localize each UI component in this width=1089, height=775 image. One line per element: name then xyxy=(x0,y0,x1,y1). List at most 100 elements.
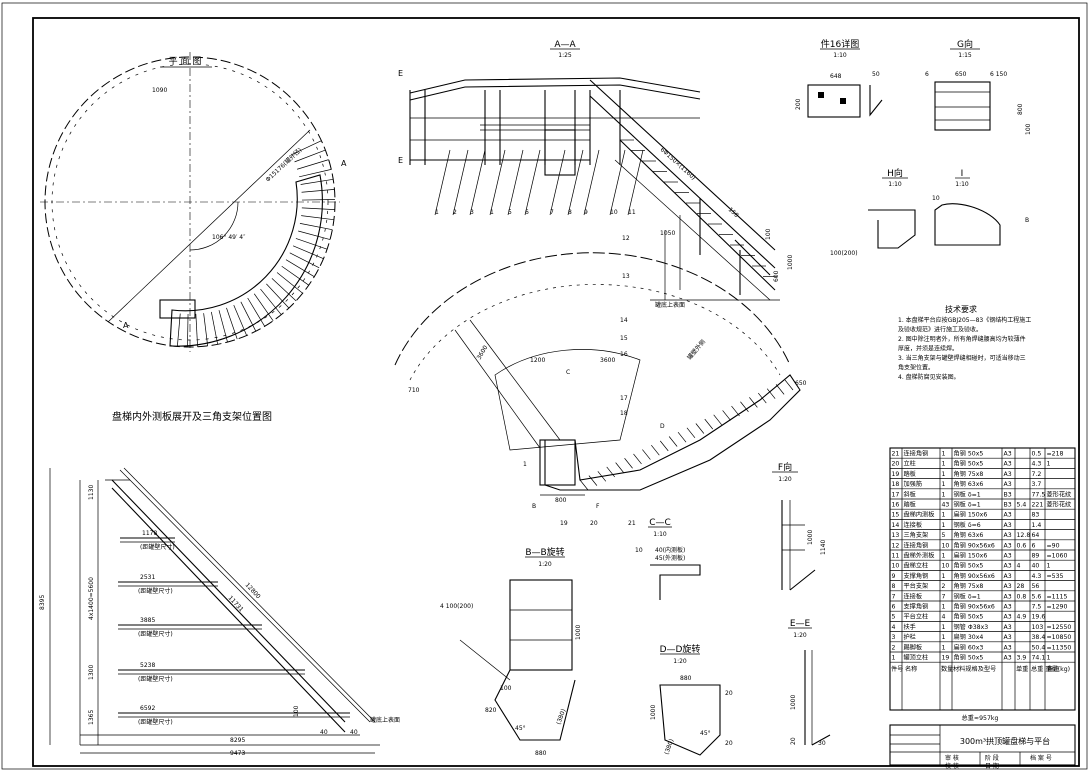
bom-cell: 13 xyxy=(892,532,900,539)
bom-cell: 扁钢 30x4 xyxy=(954,633,984,641)
view-h: H向 1:10 100(200) xyxy=(830,167,916,257)
aa-dim-3: 100 xyxy=(765,228,772,240)
bom-cell: 角钢 75x8 xyxy=(954,582,984,590)
lp-callout: 16 xyxy=(620,351,628,358)
lp-callout: 17 xyxy=(620,395,628,402)
g-l: 6 xyxy=(925,71,929,78)
bom-cell: 3.9 xyxy=(1017,655,1027,662)
lp-callout: 18 xyxy=(620,410,628,417)
bom-cell: 盘梯外测板 xyxy=(904,552,935,560)
ee-title: E—E xyxy=(790,619,811,629)
bom-cell: 罐顶立柱 xyxy=(904,654,929,662)
lp-dim-710: 710 xyxy=(408,387,420,394)
bb-d0: 820 xyxy=(485,707,497,714)
dev-dim-a: 1300 xyxy=(88,665,95,680)
plan-tread xyxy=(289,252,320,269)
bom-cell: 9 xyxy=(892,573,896,580)
aa-callout: 8 xyxy=(568,209,572,216)
aa-callout: 2 xyxy=(453,209,457,216)
dd-scale: 1:20 xyxy=(673,658,687,665)
aa-leader xyxy=(434,149,451,216)
bom-cell: 角钢 75x8 xyxy=(954,470,984,478)
bom-cell: 89 xyxy=(1032,553,1040,560)
lp-tread xyxy=(615,462,624,473)
bom-cell: 1 xyxy=(942,471,946,478)
view-dd: D—D旋转 1:20 880 1000 20 45° (380) 20 xyxy=(650,643,733,756)
aa-leader xyxy=(567,149,584,216)
bom-cell: A3 xyxy=(1004,604,1012,611)
bom-cell: 10 xyxy=(942,563,950,570)
bom-cell: 7 xyxy=(942,593,946,600)
bom-cell: 21 xyxy=(892,451,900,458)
bom-cell: 1 xyxy=(942,491,946,498)
lp-tread xyxy=(677,431,687,443)
bom-cell: 斜板 xyxy=(904,490,916,498)
bom-cell: 立柱 xyxy=(904,460,916,468)
dd-title: D—D旋转 xyxy=(660,643,701,655)
f-title: F向 xyxy=(778,461,792,473)
aa-callout: 6 xyxy=(525,209,529,216)
bom-cell: A3 xyxy=(1004,655,1012,662)
bom-cell: 角钢 63x6 xyxy=(954,531,984,539)
aa-callout: 10 xyxy=(610,209,618,216)
bom-cell: 护栏 xyxy=(904,633,916,641)
dev-mark: 6592 xyxy=(140,705,155,712)
bom-cell: A3 xyxy=(1004,624,1012,631)
lp-callout: 1 xyxy=(523,461,527,468)
bom-cell: 角钢 63x6 xyxy=(954,480,984,488)
bom-cell: 5 xyxy=(892,614,896,621)
bom-cell: 角钢 50x5 xyxy=(954,654,984,662)
bom-cell: 平台立柱 xyxy=(904,613,929,621)
bom-cell: 10 xyxy=(942,542,950,549)
bom-cell: B3 xyxy=(1004,491,1012,498)
bom-header-cell: 材料规格及型号 xyxy=(953,665,996,673)
lp-tread xyxy=(775,384,785,395)
plan-tread xyxy=(285,259,315,277)
d16-w: 648 xyxy=(830,73,842,80)
tb-label-3: 校 核 xyxy=(945,762,959,770)
tb-label-4: 日 期 xyxy=(985,762,999,770)
bom-cell: 6 xyxy=(892,604,896,611)
bom-cell: 6 xyxy=(1032,542,1036,549)
plan-marker-a-bot: A xyxy=(123,321,129,330)
bom-cell: A3 xyxy=(1004,593,1012,600)
plan-tread xyxy=(177,313,181,347)
bom-cell: 2 xyxy=(942,583,946,590)
aa-mark-e1: E xyxy=(398,69,403,78)
tb-label-2: 档 案 号 xyxy=(1030,754,1052,762)
aa-base: 罐底上表面 xyxy=(655,301,685,309)
ee-d0: 1000 xyxy=(790,695,797,710)
aa-treads xyxy=(620,139,777,277)
bom-cell: 20 xyxy=(892,461,900,468)
bom-cell: 1 xyxy=(942,634,946,641)
bom-cell: 钢管 Φ38x3 xyxy=(954,623,989,631)
drawing-title: 300m³拱顶罐盘梯与平台 xyxy=(960,736,1050,746)
lp-tread xyxy=(784,379,794,391)
bom-cell: A3 xyxy=(1004,471,1012,478)
plan-tread xyxy=(295,238,328,250)
lp-callout: C xyxy=(566,369,570,376)
bb-d1: 880 xyxy=(535,750,547,757)
bom-cell: 17 xyxy=(892,491,900,498)
h-scale: 1:10 xyxy=(888,181,902,188)
plan-tread xyxy=(281,265,309,286)
notes-line: 3. 当三角支架与罐壁焊缝相碰时，可适当移动三 xyxy=(898,354,1026,362)
lp-tread xyxy=(597,471,607,482)
plan-platform xyxy=(159,299,196,319)
bom-cell: 扶手 xyxy=(904,623,916,631)
aa-title: A—A xyxy=(554,40,576,50)
aa-leader xyxy=(507,149,524,216)
notes-line: 4. 盘梯防腐见安装图。 xyxy=(898,373,960,381)
bb-d4: 45° xyxy=(515,725,526,732)
bom-cell: 角钢 90x56x6 xyxy=(954,603,995,611)
plan-stair-treads xyxy=(177,140,335,347)
dev-bot3: 100 xyxy=(293,705,300,717)
bom-cell: 5.6 xyxy=(1032,593,1042,600)
lp-tread xyxy=(659,440,669,452)
bom-cell: 4.9 xyxy=(1017,614,1027,621)
bom-cell: A3 xyxy=(1004,563,1012,570)
bom-cell: A3 xyxy=(1004,512,1012,519)
bom-cell: 43 xyxy=(942,502,950,509)
bom-cell: 7.2 xyxy=(1032,471,1042,478)
bom-cell: 221 xyxy=(1032,502,1044,509)
